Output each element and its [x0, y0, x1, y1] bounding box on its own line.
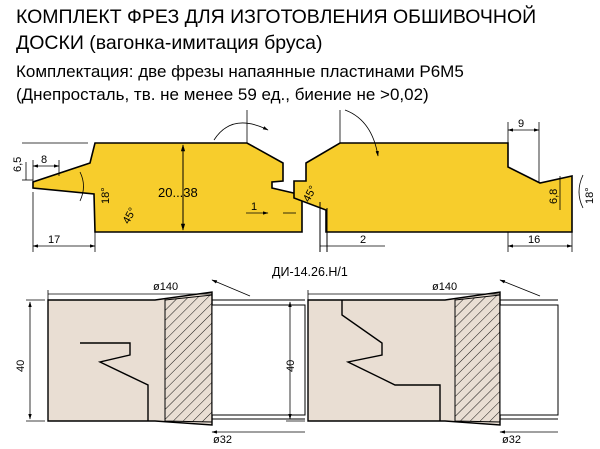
left-cutter-hatch — [164, 294, 213, 423]
left-cutter-bore-label: ø32 — [213, 434, 232, 446]
dim-tongue-length: 8 — [41, 154, 47, 166]
right-cutter-height: 40 — [285, 360, 297, 372]
cutter-code: ДИ-14.26.Н/1 — [272, 265, 348, 279]
left-cutter-height: 40 — [15, 360, 27, 372]
dim-groove-angle: 18° — [584, 187, 596, 204]
title-line-1: КОМПЛЕКТ ФРЕЗ ДЛЯ ИЗГОТОВЛЕНИЯ ОБШИВОЧНО… — [16, 6, 537, 28]
left-cutter: 40 ø140 ø32 — [15, 279, 306, 446]
dim-tongue-angle: 18° — [100, 187, 112, 204]
dim-gap-one: 1 — [251, 201, 257, 213]
spec-line-2: (Днепросталь, тв. не менее 59 ед., биени… — [16, 85, 429, 104]
joint-detail — [319, 202, 328, 252]
left-cutter-tooth — [80, 342, 149, 421]
board-profile: 20...38 6,5 8 18° 17 45° — [12, 109, 596, 252]
spec-line-1: Комплектация: две фрезы напаянные пласти… — [16, 62, 464, 81]
right-cutter-bore — [499, 304, 559, 416]
right-cutter: 40 ø140 ø32 — [285, 279, 559, 446]
left-board — [32, 142, 303, 233]
title-line-2: ДОСКИ (вагонка-имитация бруса) — [16, 32, 323, 54]
right-cutter-hatch — [454, 294, 501, 423]
dim-right-top: 9 — [518, 118, 524, 130]
right-cutter-bore-label: ø32 — [502, 434, 521, 446]
dim-groove-depth: 6,8 — [548, 189, 560, 204]
right-cutter-diameter: ø140 — [432, 281, 457, 293]
dim-right-offset: 16 — [528, 234, 540, 246]
thickness-label: 20...38 — [158, 185, 198, 200]
right-cutter-tooth — [341, 300, 441, 421]
right-board — [293, 142, 573, 233]
dim-tongue-height: 6,5 — [12, 157, 24, 172]
dim-left-offset: 17 — [48, 234, 60, 246]
dim-gap-two: 2 — [360, 234, 366, 246]
left-cutter-diameter: ø140 — [153, 281, 178, 293]
